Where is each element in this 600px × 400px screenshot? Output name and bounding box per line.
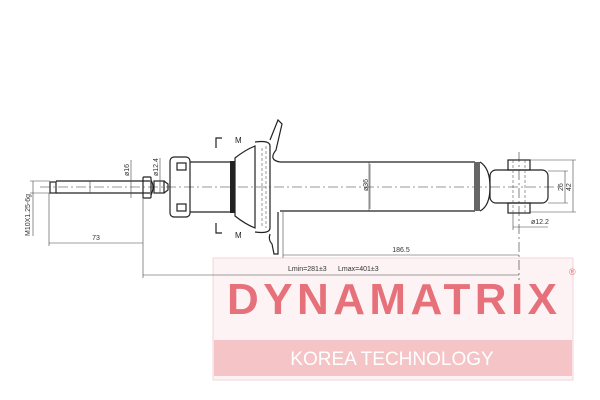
brand-logo: DYNAMATRIX	[227, 275, 557, 324]
nut-diameter-label: ø12.4	[153, 158, 160, 176]
thread-label: M10X1.25-6g	[25, 194, 32, 236]
top-mount	[169, 118, 283, 255]
registered-mark: ®	[569, 267, 576, 277]
piston-rod	[49, 176, 169, 199]
watermark-band	[214, 340, 572, 376]
lmax-label: Lmax=401±3	[338, 266, 379, 273]
body-diameter-label: ø36	[363, 179, 370, 191]
eye-bore-label: ø12.2	[531, 219, 549, 226]
rod-diameter-label: ø16	[124, 164, 131, 176]
lmin-label: Lmin=281±3	[288, 266, 327, 273]
watermark: DYNAMATRIX KOREA TECHNOLOGY ®	[212, 257, 576, 381]
damper-body	[280, 161, 491, 212]
section-marker-top: M	[235, 136, 242, 145]
eye-inner-width-label: 26	[558, 183, 565, 191]
brand-tagline: KOREA TECHNOLOGY	[290, 349, 494, 370]
dimensions: M10X1.25-6g ø16 ø12.4 73 ø36 186.5 Lmin=…	[25, 158, 576, 278]
body-length-label: 186.5	[392, 247, 410, 254]
eye-outer-width-label: 42	[566, 183, 573, 191]
lower-eye	[489, 152, 549, 280]
section-markers: M M	[215, 136, 242, 240]
section-marker-bottom: M	[235, 231, 242, 240]
rod-length-label: 73	[92, 235, 100, 242]
